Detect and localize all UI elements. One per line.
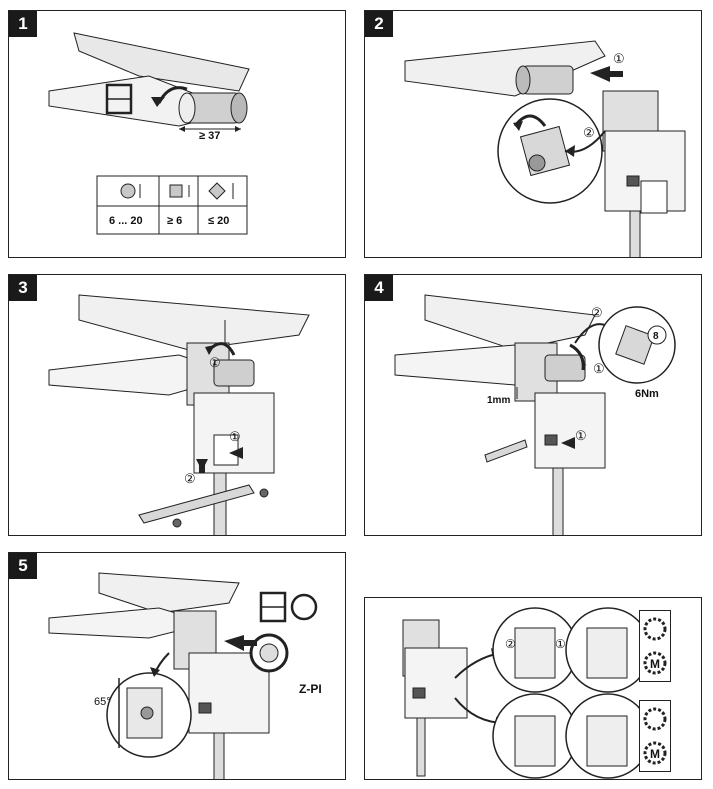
manual-override-panel: ② ① M M <box>364 597 702 780</box>
step-marker-1a: ① <box>593 361 605 376</box>
step-panel-5: 5 Z-PI 65° <box>8 552 346 780</box>
step-panel-3: 3 ① ① ② <box>8 274 346 536</box>
torque-label: 6Nm <box>635 388 659 400</box>
adapter-label: Z-PI <box>299 682 322 696</box>
round-shaft-icon <box>290 593 318 621</box>
manual-mode-badge: M <box>639 610 671 682</box>
shaft-measure-illustration: ≥ 37 6 ... 20 ≥ 6 ≤ 20 <box>48 32 250 235</box>
step-marker-1: ① <box>555 637 566 651</box>
mounting-bracket <box>138 484 255 524</box>
step-number-4: 4 <box>365 275 393 301</box>
shaft-symbol-icon <box>105 83 133 115</box>
actuator-tighten-illustration: ① 1mm ① 8 ② 6Nm <box>394 294 676 535</box>
actuator-clamp-illustration: ① ② <box>404 40 686 257</box>
step-panel-4: 4 ① 1mm ① 8 ② 6Nm <box>364 274 702 536</box>
round-shaft-icon <box>120 183 136 199</box>
gear-icon: M <box>643 617 667 675</box>
angle-label: 65° <box>94 696 111 708</box>
table-cell-round: 6 ... 20 <box>109 215 143 227</box>
auto-mode-label: M <box>650 747 660 761</box>
step-marker-1a: ① <box>209 355 221 370</box>
step-number-2: 2 <box>365 11 393 37</box>
step-marker-2: ② <box>591 305 603 320</box>
adapter-fit-illustration: Z-PI 65° <box>48 572 322 779</box>
step-marker-1b: ① <box>229 429 241 444</box>
shaft-size-table: 6 ... 20 ≥ 6 ≤ 20 <box>96 175 248 235</box>
table-cell-square: ≥ 6 <box>167 215 182 227</box>
manual-mode-label: M <box>650 657 660 671</box>
gear-icon: M <box>643 707 667 765</box>
table-cell-diamond: ≤ 20 <box>208 215 229 227</box>
step-marker-2: ② <box>184 471 196 486</box>
step-panel-1: 1 ≥ 37 6 <box>8 10 346 258</box>
square-shaft-icon <box>169 184 183 198</box>
actuator-mount-illustration: ① ① ② <box>48 294 310 535</box>
shaft-length-label: ≥ 37 <box>199 130 220 142</box>
gap-label: 1mm <box>487 395 510 406</box>
diamond-shaft-icon <box>208 182 226 200</box>
wrench-size-label: 8 <box>653 331 659 342</box>
step-number-3: 3 <box>9 275 37 301</box>
step-number-5: 5 <box>9 553 37 579</box>
shaft-symbol-icon <box>259 591 318 623</box>
step-number-1: 1 <box>9 11 37 37</box>
step-marker-1: ① <box>613 51 625 66</box>
step-marker-2: ② <box>505 637 516 651</box>
auto-mode-badge: M <box>639 700 671 772</box>
manual-override-illustration: ② ① <box>402 607 651 779</box>
step-marker-2: ② <box>583 125 595 140</box>
step-panel-2: 2 ① ② <box>364 10 702 258</box>
step-marker-1b: ① <box>575 428 587 443</box>
